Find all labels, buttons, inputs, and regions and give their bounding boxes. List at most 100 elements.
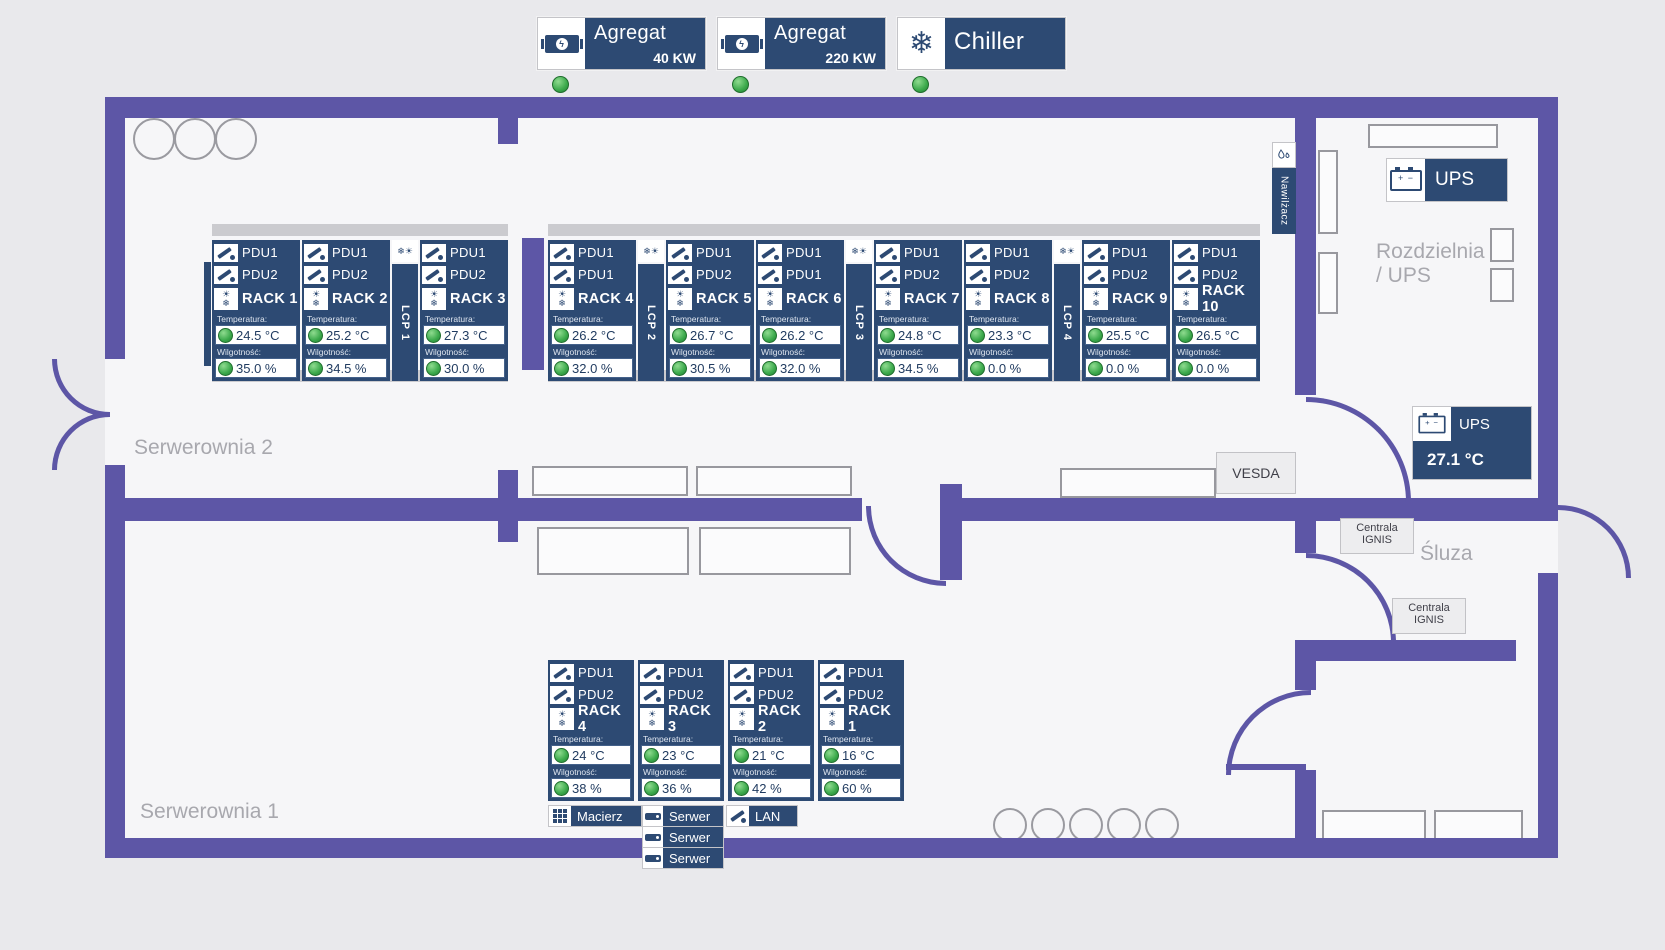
lcp-unit[interactable]: LCP 2 <box>638 240 664 381</box>
status-ok-icon <box>644 780 659 796</box>
wall <box>1295 521 1316 553</box>
rack-tile[interactable]: PDU1 PDU1 RACK 4 Temperatura: 26.2 °C Wi… <box>548 240 636 381</box>
rack-tile[interactable]: PDU1 PDU2 RACK 5 Temperatura: 26.7 °C Wi… <box>666 240 754 381</box>
wall-fixture <box>1318 150 1338 234</box>
humidity-text: 32.0 % <box>780 360 821 376</box>
nawilzacz-device[interactable]: Nawilżacz <box>1272 142 1296 234</box>
serwer-device[interactable]: Serwer <box>642 826 724 848</box>
rack-name: RACK 9 <box>1112 290 1168 307</box>
rack-tile[interactable]: PDU1 PDU2 RACK 3 Temperatura: 27.3 °C Wi… <box>420 240 508 381</box>
status-ok-icon <box>970 360 985 376</box>
ups-rozdzielnia-device[interactable]: UPS <box>1386 158 1508 202</box>
temperature-text: 26.7 °C <box>690 327 734 343</box>
rack-tile[interactable]: PDU1 PDU2 RACK 1 Temperatura: 24.5 °C Wi… <box>212 240 300 381</box>
status-ok-icon <box>554 780 569 796</box>
pdu-label: PDU1 <box>578 267 614 282</box>
pdu-icon <box>758 265 782 284</box>
wall <box>105 97 1558 118</box>
rack-tile[interactable]: PDU1 PDU2 RACK 4 Temperatura: 24 °C Wilg… <box>548 660 634 801</box>
lcp-unit[interactable]: LCP 3 <box>846 240 872 381</box>
humidity-text: 36 % <box>662 780 692 796</box>
chiller-button[interactable]: Chiller <box>897 17 1066 93</box>
status-ok-icon <box>824 747 839 763</box>
pdu-icon <box>550 243 574 262</box>
rack-tile[interactable]: PDU1 PDU2 RACK 2 Temperatura: 21 °C Wilg… <box>728 660 814 801</box>
lcp-unit[interactable]: LCP 1 <box>392 240 418 381</box>
vesda-label: VESDA <box>1216 452 1296 494</box>
ups-label: UPS <box>1425 159 1507 201</box>
aisle-bar <box>548 224 1260 236</box>
pdu-label: PDU1 <box>668 665 704 680</box>
table-fixture <box>532 466 688 496</box>
droplet-icon <box>1272 142 1296 168</box>
pdu-label: PDU2 <box>994 267 1030 282</box>
temperature-text: 16 °C <box>842 747 875 763</box>
rack-tile[interactable]: PDU1 PDU2 RACK 3 Temperatura: 23 °C Wilg… <box>638 660 724 801</box>
generator-icon <box>718 18 765 69</box>
wall <box>105 465 125 838</box>
temperature-value: 24 °C <box>551 745 631 765</box>
pdu-label: PDU1 <box>994 245 1030 260</box>
status-ok-icon <box>880 360 895 376</box>
humidity-value: 30.0 % <box>423 358 505 378</box>
temperature-text: 26.5 °C <box>1196 327 1240 343</box>
sun-snowflake-icon <box>876 287 900 310</box>
pdu-label: PDU2 <box>848 687 884 702</box>
door-arc <box>1558 505 1631 578</box>
rack-tile[interactable]: PDU1 PDU2 RACK 1 Temperatura: 16 °C Wilg… <box>818 660 904 801</box>
humidity-value: 34.5 % <box>877 358 959 378</box>
server-icon <box>643 848 663 868</box>
lan-label: LAN <box>749 806 797 826</box>
round-fixture <box>1031 808 1065 842</box>
serwer-device[interactable]: Serwer <box>642 805 724 827</box>
rack-name: RACK 4 <box>578 290 634 307</box>
sun-snowflake-icon <box>422 287 446 310</box>
lcp-unit[interactable]: LCP 4 <box>1054 240 1080 381</box>
rack-name: RACK 6 <box>786 290 842 307</box>
rack-tile[interactable]: PDU1 PDU2 RACK 7 Temperatura: 24.8 °C Wi… <box>874 240 962 381</box>
pdu-label: PDU2 <box>696 267 732 282</box>
pdu-label: PDU2 <box>1202 267 1238 282</box>
pdu-icon <box>820 685 844 704</box>
status-ok-icon <box>970 327 985 343</box>
rack-tile[interactable]: PDU1 PDU2 RACK 2 Temperatura: 25.2 °C Wi… <box>302 240 390 381</box>
sun-snowflake-icon <box>304 287 328 310</box>
sun-snowflake-icon <box>640 707 664 730</box>
temperature-label: Temperatura: <box>217 314 268 324</box>
ups-label: UPS <box>1451 407 1531 441</box>
humidity-value: 32.0 % <box>551 358 633 378</box>
status-ok-icon <box>1088 360 1103 376</box>
wall <box>105 838 1558 858</box>
wall <box>1295 118 1316 395</box>
pdu-label: PDU2 <box>332 267 368 282</box>
lan-device[interactable]: LAN <box>726 805 798 827</box>
rack-name: RACK 8 <box>994 290 1050 307</box>
rack-tile[interactable]: PDU1 PDU2 RACK 8 Temperatura: 23.3 °C Wi… <box>964 240 1052 381</box>
agregat-small-button[interactable]: Agregat 40 KW <box>537 17 706 93</box>
pdu-icon <box>1084 265 1108 284</box>
pdu-icon <box>422 265 446 284</box>
rack-name: RACK 4 <box>578 702 622 735</box>
pdu-label: PDU2 <box>578 687 614 702</box>
humidity-label: Wilgotność: <box>733 767 777 777</box>
temperature-text: 26.2 °C <box>780 327 824 343</box>
serwer-device[interactable]: Serwer <box>642 847 724 869</box>
rack-tile[interactable]: PDU1 PDU1 RACK 6 Temperatura: 26.2 °C Wi… <box>756 240 844 381</box>
temperature-text: 23 °C <box>662 747 695 763</box>
ups-main-device[interactable]: UPS 27.1 °C <box>1412 406 1532 480</box>
humidity-label: Wilgotność: <box>217 347 261 357</box>
status-ok-icon <box>554 747 569 763</box>
status-ok-icon <box>672 327 687 343</box>
status-ok-icon <box>308 327 323 343</box>
unit-power: 40 KW <box>653 50 696 66</box>
macierz-device[interactable]: Macierz <box>548 805 642 827</box>
status-ok-icon <box>218 360 233 376</box>
rack-tile[interactable]: PDU1 PDU2 RACK 10 Temperatura: 26.5 °C W… <box>1172 240 1260 381</box>
pdu-icon <box>668 243 692 262</box>
rack-tile[interactable]: PDU1 PDU2 RACK 9 Temperatura: 25.5 °C Wi… <box>1082 240 1170 381</box>
humidity-label: Wilgotność: <box>879 347 923 357</box>
rack-group-1: PDU1 PDU2 RACK 1 Temperatura: 24.5 °C Wi… <box>212 240 508 381</box>
agregat-large-button[interactable]: Agregat 220 KW <box>717 17 886 93</box>
status-ok-icon <box>554 360 569 376</box>
humidity-label: Wilgotność: <box>553 347 597 357</box>
